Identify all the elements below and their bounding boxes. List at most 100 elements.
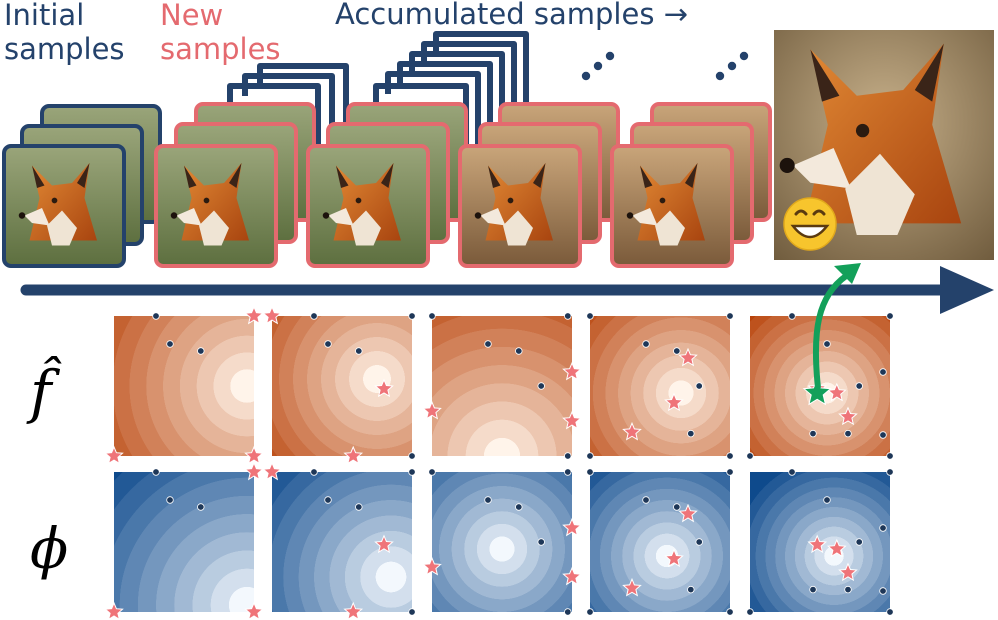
sample-dot xyxy=(408,608,416,616)
f-hat-contour-panel-4 xyxy=(586,312,734,460)
new-sample-star xyxy=(664,548,684,568)
sample-dot xyxy=(642,496,650,504)
new-sample-star xyxy=(422,556,442,576)
sample-dot xyxy=(642,340,650,348)
sample-dot xyxy=(564,468,572,476)
new-sample-star xyxy=(104,445,124,465)
sample-dot xyxy=(152,468,160,476)
new-sample-stack-3 xyxy=(458,102,620,268)
sample-dot xyxy=(408,312,416,320)
new-sample-star xyxy=(244,461,264,481)
accumulated-stack-1 xyxy=(227,63,349,170)
new-sample-star xyxy=(104,601,124,620)
sample-dot xyxy=(695,382,703,390)
sample-dot xyxy=(788,468,796,476)
f-hat-contour-panel-3 xyxy=(422,312,582,460)
sample-dot xyxy=(564,608,572,616)
new-sample-star xyxy=(838,562,858,582)
sample-dot xyxy=(844,429,852,438)
new-sample-star xyxy=(562,410,582,430)
sample-dot xyxy=(586,608,594,616)
sample-dot xyxy=(428,312,436,320)
f-hat-symbol: f̂ xyxy=(26,355,63,426)
sample-dot xyxy=(408,452,416,460)
initial-sample-stack xyxy=(2,104,162,268)
phi-contour-panel-2 xyxy=(262,461,416,620)
sample-dot xyxy=(726,468,734,476)
sample-dot xyxy=(879,587,887,595)
sample-dot xyxy=(197,347,205,355)
sample-dot xyxy=(586,312,594,320)
phi-contour-panel-4 xyxy=(586,468,734,616)
ellipsis-dots-2 xyxy=(715,51,749,81)
sample-dot xyxy=(844,585,852,594)
ellipsis-dots-1 xyxy=(581,51,615,81)
sample-dot xyxy=(788,312,796,320)
sample-dot xyxy=(673,503,681,511)
sample-dot xyxy=(886,312,894,320)
sample-dot xyxy=(310,312,318,320)
sample-dot xyxy=(586,468,594,476)
new-sample-star xyxy=(374,378,394,398)
sample-dot xyxy=(855,382,863,390)
sample-dot xyxy=(886,452,894,460)
sample-dot xyxy=(886,608,894,616)
sample-dot xyxy=(355,503,363,511)
sample-dot xyxy=(484,340,492,348)
new-sample-star xyxy=(678,503,698,523)
sample-dot xyxy=(537,382,545,390)
accumulated-stack-2 xyxy=(373,31,529,170)
new-sample-star xyxy=(664,392,684,412)
new-sample-star xyxy=(622,577,642,597)
sample-dot xyxy=(726,608,734,616)
new-sample-star xyxy=(562,361,582,381)
sample-dot xyxy=(687,585,695,594)
sample-dot xyxy=(166,340,174,348)
sample-dot xyxy=(428,468,436,476)
new-sample-star xyxy=(343,601,364,620)
new-sample-stack-4 xyxy=(610,102,772,268)
f-hat-contour-panel-2 xyxy=(262,305,416,465)
final-best-image xyxy=(774,30,994,260)
new-sample-star xyxy=(678,347,698,367)
sample-dot xyxy=(166,496,174,504)
initial-sample-card xyxy=(2,144,126,268)
best-sample-star xyxy=(802,377,832,406)
sample-dot xyxy=(673,347,681,355)
sample-dot xyxy=(746,452,754,460)
sample-dot xyxy=(809,585,817,594)
sample-dot xyxy=(564,312,572,320)
sample-dot xyxy=(515,503,523,511)
sample-dot xyxy=(408,468,416,476)
sample-dot xyxy=(537,538,545,546)
sample-dot xyxy=(879,368,887,376)
sample-dot xyxy=(515,347,523,355)
sample-dot xyxy=(197,503,205,511)
sample-dot xyxy=(879,524,887,532)
new-sample-star xyxy=(422,400,442,420)
sample-dot xyxy=(324,496,332,504)
new-sample-star xyxy=(562,566,582,586)
phi-contour-panel-3 xyxy=(422,468,582,616)
new-sample-star xyxy=(826,538,847,558)
best-sample-arrow xyxy=(812,263,861,389)
sample-dot xyxy=(886,468,894,476)
f-hat-contour-panel-5 xyxy=(746,312,894,460)
sample-dot xyxy=(879,431,887,439)
f-hat-contour-panel-1 xyxy=(104,305,264,465)
sample-dot xyxy=(310,468,318,476)
new-sample-stack-2 xyxy=(306,102,468,268)
accumulated-samples-label: Accumulated samples → xyxy=(335,0,688,31)
phi-symbol: ϕ xyxy=(30,517,68,582)
sample-dot xyxy=(855,538,863,546)
new-sample-star xyxy=(807,534,828,554)
sample-dot xyxy=(746,608,754,616)
progress-arrow xyxy=(20,266,994,314)
sample-dot xyxy=(687,429,695,438)
grinning-face-emoji xyxy=(783,197,837,251)
sample-dot xyxy=(355,347,363,355)
new-sample-star xyxy=(244,445,264,465)
sample-dot xyxy=(152,312,160,320)
new-sample-star xyxy=(622,421,642,441)
